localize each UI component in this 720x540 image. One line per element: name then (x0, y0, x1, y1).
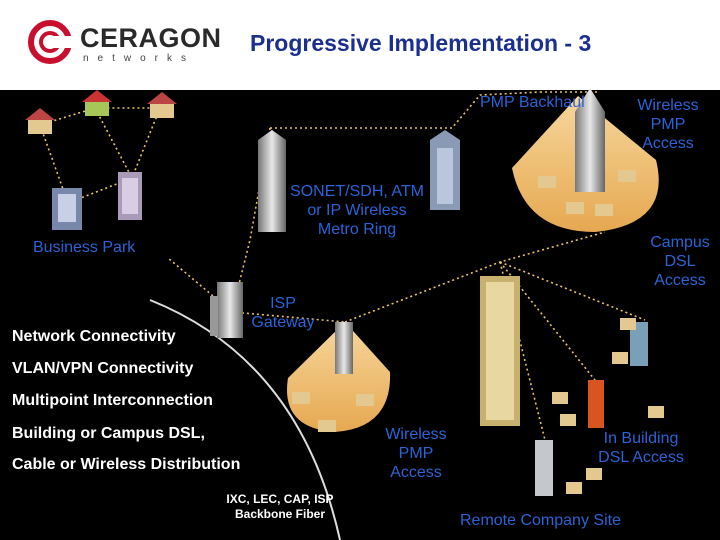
list-item-network-connectivity: Network Connectivity (12, 328, 176, 345)
house-cluster-top-left (25, 90, 177, 134)
logo-name: CERAGON (80, 23, 222, 53)
label-sonet-ring: SONET/SDH, ATM or IP Wireless Metro Ring (290, 183, 424, 238)
label-business-park: Business Park (33, 239, 136, 256)
label-backbone-fiber: IXC, LEC, CAP, ISP Backbone Fiber (226, 492, 334, 521)
ceragon-logo: CERAGON networks (28, 18, 221, 70)
business-park-buildings (52, 172, 142, 230)
header-bar: CERAGON networks Progressive Implementat… (0, 0, 720, 90)
label-wireless-pmp-access-top: Wireless PMP Access (637, 97, 699, 152)
label-remote-company-site: Remote Company Site (460, 512, 621, 529)
small-houses (292, 170, 664, 494)
ceragon-logo-icon (28, 20, 72, 64)
logo-tagline: networks (83, 53, 196, 64)
list-item-building-campus-dsl: Building or Campus DSL, (12, 425, 205, 442)
remote-site-buildings (535, 322, 648, 496)
label-pmp-backhaul: PMP Backhaul (480, 94, 585, 111)
backbone-fiber-line (149, 299, 341, 540)
list-item-multipoint-interconnection: Multipoint Interconnection (12, 392, 213, 409)
campus-dsl-tower (480, 276, 520, 426)
label-in-building-dsl-access: In Building DSL Access (598, 430, 684, 466)
label-isp-gateway: ISP Gateway (251, 295, 315, 331)
isp-gateway-tower (210, 282, 243, 338)
slide-title: Progressive Implementation - 3 (250, 30, 592, 56)
ring-towers (258, 88, 605, 232)
list-item-cable-wireless-distribution: Cable or Wireless Distribution (12, 456, 241, 473)
bottom-pmp-tower (335, 322, 353, 374)
label-wireless-pmp-access-bottom: Wireless PMP Access (385, 426, 447, 481)
list-item-vlan-vpn-connectivity: VLAN/VPN Connectivity (12, 360, 194, 377)
label-campus-dsl-access: Campus DSL Access (650, 234, 710, 289)
